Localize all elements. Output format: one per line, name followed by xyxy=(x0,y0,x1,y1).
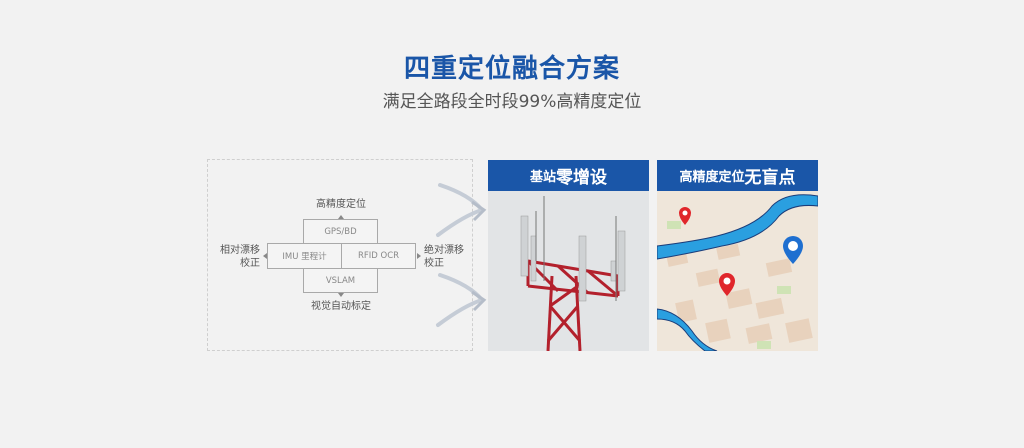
red-pin-icon xyxy=(679,207,691,225)
diagram-left-label: 相对漂移 校正 xyxy=(220,245,260,269)
city-map-image xyxy=(657,191,818,351)
panel-base-station: 基站零增设 xyxy=(488,160,649,351)
page-title: 四重定位融合方案 xyxy=(403,54,620,84)
diagram-top-label: 高精度定位 xyxy=(316,199,366,210)
imu-box: IMU 里程计 xyxy=(267,243,342,269)
fusion-diagram: 高精度定位 GPS/BD IMU 里程计 RFID OCR VSLAM 视觉自动… xyxy=(207,159,473,351)
cell-tower-image xyxy=(488,191,649,351)
arrow-right-icon xyxy=(417,253,421,259)
panel-base-station-title: 基站零增设 xyxy=(488,160,649,191)
arrow-down-icon xyxy=(338,293,344,297)
blue-pin-icon xyxy=(783,236,803,264)
arrow-up-icon xyxy=(338,215,344,219)
arrow-left-icon xyxy=(263,253,267,259)
red-pin-icon xyxy=(719,273,735,296)
panel-high-precision: 高精度定位无盲点 xyxy=(657,160,818,351)
gps-bd-box: GPS/BD xyxy=(303,219,378,244)
panel-high-precision-title: 高精度定位无盲点 xyxy=(657,160,818,191)
page-subtitle: 满足全路段全时段99%高精度定位 xyxy=(382,92,642,112)
diagram-bottom-label: 视觉自动标定 xyxy=(311,301,371,312)
rfid-ocr-box: RFID OCR xyxy=(341,243,416,269)
diagram-right-label: 绝对漂移 校正 xyxy=(424,245,464,269)
vslam-box: VSLAM xyxy=(303,268,378,293)
flow-arrows-icon xyxy=(436,183,487,327)
